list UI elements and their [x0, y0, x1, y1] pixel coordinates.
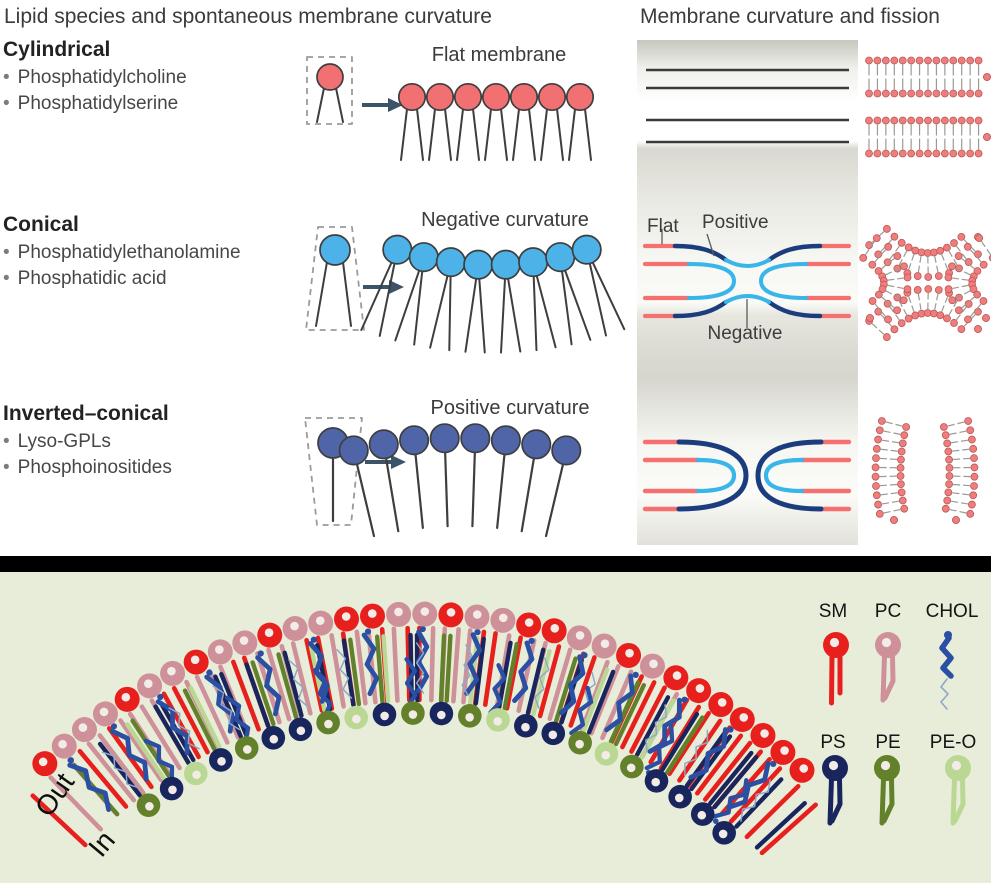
legend-label-pc: PC — [874, 601, 902, 622]
list-item: • Lyso-GPLs — [3, 429, 172, 455]
list-item: • Phosphatidylcholine — [3, 65, 187, 91]
legend-label-chol: CHOL — [925, 601, 979, 622]
legend-label-pe: PE — [875, 732, 901, 753]
flat-membrane-lipid-row — [397, 82, 595, 161]
list-item: • Phosphoinositides — [3, 455, 172, 481]
bullet-dot: • — [3, 242, 10, 263]
lipid-name: Phosphatidylethanolamine — [17, 242, 241, 263]
single-lipid-icons — [315, 63, 352, 523]
top-panel-graphic — [304, 40, 991, 545]
mini-bilayer-illustrations — [859, 56, 991, 524]
curvature-label-flat: Flat — [647, 216, 679, 237]
flat-membranes-diagram — [646, 68, 849, 144]
lipid-name: Phosphatidic acid — [17, 268, 167, 289]
legend-lipid-icons — [822, 631, 971, 826]
lipid-name: Phosphoinositides — [17, 457, 172, 478]
result-label-positive: Positive curvature — [430, 397, 590, 419]
list-item: • Phosphatidic acid — [3, 266, 241, 292]
top-panel: Lipid species and spontaneous membrane c… — [3, 5, 991, 545]
bullet-dot: • — [3, 268, 10, 289]
lipid-name: Phosphatidylserine — [17, 93, 179, 114]
bullet-dot: • — [3, 67, 10, 88]
list-item: • Phosphatidylethanolamine — [3, 240, 241, 266]
legend-label-sm: SM — [818, 601, 848, 622]
curvature-label-negative: Negative — [707, 323, 783, 344]
cholesterol-molecules — [67, 625, 777, 824]
fission-separated-membranes-diagram — [642, 439, 852, 512]
result-label-flat: Flat membrane — [431, 44, 567, 66]
list-item: • Phosphatidylserine — [3, 91, 187, 117]
section-inverted-conical: Inverted–conical • Lyso-GPLs • Phosphoin… — [3, 402, 172, 481]
arrow-icons — [362, 98, 406, 469]
hemifission-neck-diagram — [642, 229, 852, 328]
section-heading: Inverted–conical — [3, 402, 169, 425]
legend-label-ps: PS — [820, 732, 846, 753]
negative-curvature-lipid-row — [360, 234, 626, 354]
bullet-dot: • — [3, 431, 10, 452]
lipid-heads — [32, 601, 815, 845]
membrane-arc-graphic — [30, 601, 971, 856]
bottom-panel: Out In SM PC CHOL PS PE PE-O — [0, 572, 991, 883]
section-heading: Cylindrical — [3, 38, 111, 61]
bullet-dot: • — [3, 457, 10, 478]
lipid-name: Lyso-GPLs — [17, 431, 111, 452]
legend-label-pe-o: PE-O — [929, 732, 977, 753]
positive-curvature-lipid-row — [338, 423, 582, 538]
section-conical: Conical • Phosphatidylethanolamine • Pho… — [3, 213, 241, 292]
left-panel-title: Lipid species and spontaneous membrane c… — [4, 5, 492, 28]
section-heading: Conical — [3, 213, 79, 236]
lipid-shape-outline-boxes — [304, 56, 365, 526]
section-cylindrical: Cylindrical • Phosphatidylcholine • Phos… — [3, 38, 187, 117]
lipid-name: Phosphatidylcholine — [17, 67, 187, 88]
bullet-dot: • — [3, 93, 10, 114]
result-label-negative: Negative curvature — [421, 209, 589, 231]
panel-divider — [0, 556, 991, 572]
right-panel-title: Membrane curvature and fission — [640, 5, 940, 28]
curvature-label-positive: Positive — [702, 212, 769, 233]
